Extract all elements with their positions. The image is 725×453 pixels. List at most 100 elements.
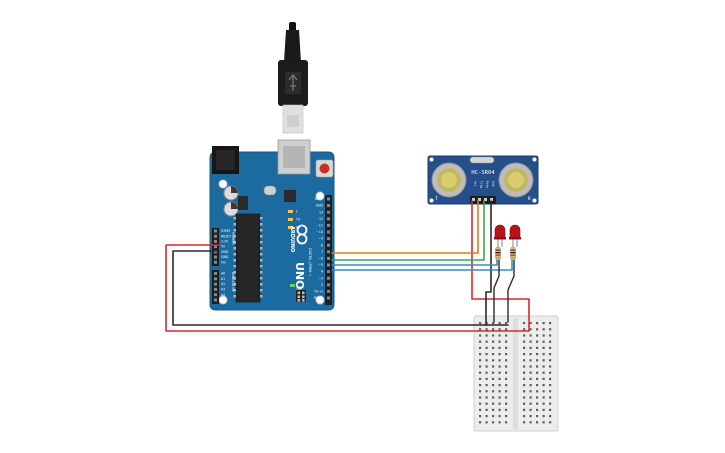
breadboard-hole[interactable] [505, 353, 508, 356]
breadboard-hole[interactable] [523, 371, 526, 374]
breadboard-hole[interactable] [523, 377, 526, 380]
breadboard-hole[interactable] [523, 340, 526, 343]
breadboard-hole[interactable] [498, 346, 501, 349]
breadboard-hole[interactable] [492, 402, 495, 405]
breadboard-hole[interactable] [485, 334, 488, 337]
breadboard-hole[interactable] [498, 359, 501, 362]
breadboard-hole[interactable] [523, 353, 526, 356]
breadboard-hole[interactable] [549, 384, 552, 387]
breadboard-hole[interactable] [523, 390, 526, 393]
breadboard-hole[interactable] [492, 365, 495, 368]
breadboard-hole[interactable] [485, 353, 488, 356]
breadboard-hole[interactable] [505, 328, 508, 331]
breadboard-hole[interactable] [523, 365, 526, 368]
breadboard-hole[interactable] [549, 353, 552, 356]
breadboard-hole[interactable] [529, 371, 532, 374]
breadboard-hole[interactable] [529, 353, 532, 356]
breadboard-hole[interactable] [549, 340, 552, 343]
breadboard-hole[interactable] [549, 402, 552, 405]
breadboard-hole[interactable] [498, 377, 501, 380]
breadboard-hole[interactable] [523, 421, 526, 424]
breadboard-hole[interactable] [542, 328, 545, 331]
breadboard-hole[interactable] [479, 415, 482, 418]
breadboard-hole[interactable] [523, 402, 526, 405]
breadboard-hole[interactable] [479, 353, 482, 356]
breadboard-hole[interactable] [498, 390, 501, 393]
breadboard-hole[interactable] [536, 365, 539, 368]
breadboard-hole[interactable] [505, 396, 508, 399]
breadboard-hole[interactable] [536, 334, 539, 337]
breadboard-hole[interactable] [479, 359, 482, 362]
breadboard-hole[interactable] [498, 415, 501, 418]
breadboard-hole[interactable] [536, 371, 539, 374]
breadboard-hole[interactable] [492, 346, 495, 349]
breadboard-hole[interactable] [485, 340, 488, 343]
breadboard-hole[interactable] [485, 408, 488, 411]
breadboard-hole[interactable] [549, 346, 552, 349]
breadboard-hole[interactable] [549, 328, 552, 331]
breadboard-hole[interactable] [492, 322, 495, 325]
breadboard-hole[interactable] [498, 396, 501, 399]
breadboard-hole[interactable] [529, 396, 532, 399]
breadboard-hole[interactable] [505, 334, 508, 337]
breadboard-hole[interactable] [523, 346, 526, 349]
breadboard-hole[interactable] [536, 402, 539, 405]
breadboard-hole[interactable] [505, 415, 508, 418]
breadboard-hole[interactable] [492, 334, 495, 337]
breadboard-hole[interactable] [536, 384, 539, 387]
breadboard-hole[interactable] [479, 340, 482, 343]
breadboard-hole[interactable] [479, 396, 482, 399]
breadboard-hole[interactable] [498, 353, 501, 356]
breadboard-hole[interactable] [542, 371, 545, 374]
breadboard-hole[interactable] [498, 408, 501, 411]
breadboard-hole[interactable] [523, 328, 526, 331]
breadboard-hole[interactable] [492, 415, 495, 418]
breadboard-hole[interactable] [542, 390, 545, 393]
breadboard-hole[interactable] [505, 359, 508, 362]
breadboard-hole[interactable] [529, 365, 532, 368]
breadboard-hole[interactable] [536, 377, 539, 380]
breadboard-hole[interactable] [549, 408, 552, 411]
breadboard-hole[interactable] [529, 346, 532, 349]
breadboard-hole[interactable] [536, 359, 539, 362]
breadboard-hole[interactable] [485, 328, 488, 331]
breadboard-hole[interactable] [529, 421, 532, 424]
breadboard-hole[interactable] [498, 322, 501, 325]
breadboard-hole[interactable] [492, 328, 495, 331]
breadboard-hole[interactable] [485, 396, 488, 399]
breadboard-hole[interactable] [542, 421, 545, 424]
breadboard-hole[interactable] [529, 390, 532, 393]
breadboard-hole[interactable] [542, 396, 545, 399]
breadboard-hole[interactable] [498, 328, 501, 331]
breadboard-hole[interactable] [542, 365, 545, 368]
breadboard-hole[interactable] [529, 322, 532, 325]
breadboard-hole[interactable] [498, 340, 501, 343]
breadboard-hole[interactable] [523, 415, 526, 418]
breadboard-hole[interactable] [523, 322, 526, 325]
breadboard-hole[interactable] [485, 377, 488, 380]
breadboard-hole[interactable] [505, 340, 508, 343]
breadboard-hole[interactable] [479, 322, 482, 325]
breadboard-hole[interactable] [549, 377, 552, 380]
breadboard-hole[interactable] [505, 365, 508, 368]
breadboard-hole[interactable] [536, 322, 539, 325]
breadboard-hole[interactable] [549, 334, 552, 337]
breadboard-hole[interactable] [549, 390, 552, 393]
breadboard-hole[interactable] [492, 377, 495, 380]
breadboard-hole[interactable] [498, 384, 501, 387]
breadboard-hole[interactable] [505, 390, 508, 393]
breadboard-hole[interactable] [549, 365, 552, 368]
breadboard-hole[interactable] [485, 365, 488, 368]
breadboard-hole[interactable] [479, 328, 482, 331]
breadboard-hole[interactable] [479, 408, 482, 411]
breadboard-hole[interactable] [498, 402, 501, 405]
breadboard-hole[interactable] [498, 421, 501, 424]
breadboard-hole[interactable] [529, 377, 532, 380]
breadboard-hole[interactable] [529, 359, 532, 362]
breadboard-hole[interactable] [529, 328, 532, 331]
breadboard-hole[interactable] [492, 384, 495, 387]
breadboard-hole[interactable] [529, 334, 532, 337]
breadboard-hole[interactable] [479, 365, 482, 368]
breadboard-hole[interactable] [536, 421, 539, 424]
breadboard-hole[interactable] [536, 396, 539, 399]
